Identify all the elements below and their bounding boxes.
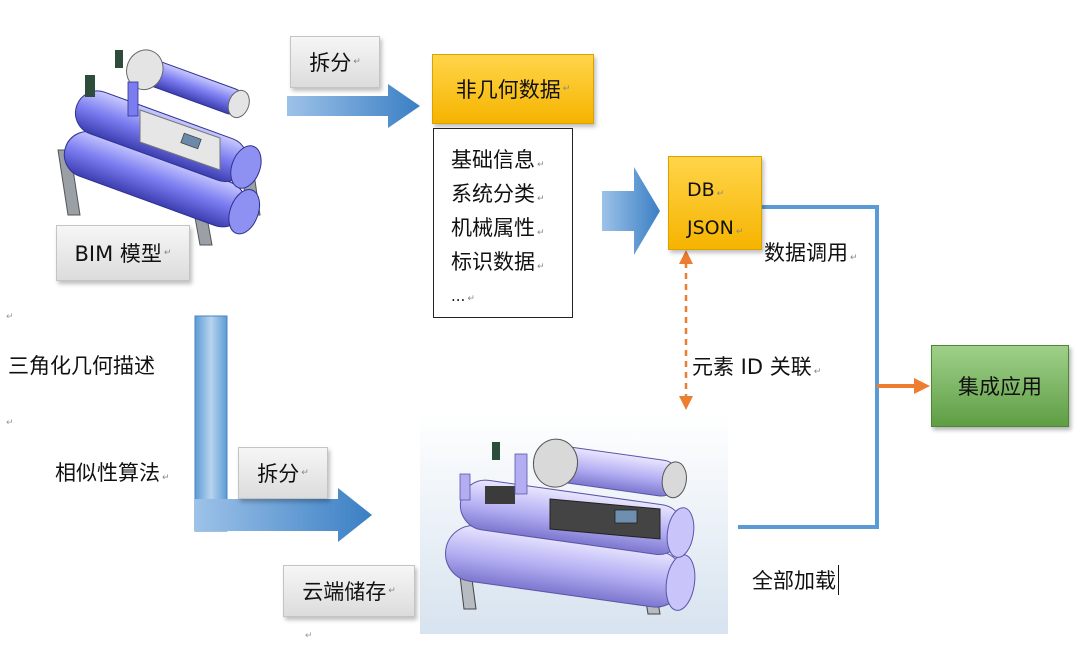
db-arrow (602, 167, 660, 255)
split-label-top: 拆分 (309, 51, 352, 75)
list-item: 系统分类↵ (451, 182, 545, 206)
paragraph-mark: ↵ (6, 418, 14, 428)
paragraph-mark: ↵ (6, 312, 14, 322)
non-geometric-data-title: 非几何数据 (455, 78, 561, 102)
full-load-label: 全部加载 (752, 565, 839, 595)
bim-model-box: BIM 模型↵ (56, 225, 190, 281)
split-box-top: 拆分↵ (290, 36, 380, 88)
data-call-label: 数据调用↵ (764, 241, 858, 265)
element-link-head-bottom (679, 396, 693, 410)
integrated-application-box: 集成应用 (931, 345, 1069, 427)
bim-chiller-model-image (57, 49, 262, 246)
split-box-bottom: 拆分↵ (238, 447, 328, 499)
similarity-algorithm-label: 相似性算法↵ (55, 461, 170, 485)
element-link-head-top (679, 250, 693, 264)
app-arrow-head (914, 378, 930, 394)
cloud-model-panel (420, 414, 728, 634)
list-item: ...↵ (451, 287, 475, 305)
non-geometric-items-list: 基础信息↵ 系统分类↵ 机械属性↵ 标识数据↵ ...↵ (433, 128, 573, 318)
bim-model-label: BIM 模型 (74, 242, 162, 266)
split-label-bottom: 拆分 (257, 462, 300, 486)
split-arrow-top (287, 84, 420, 128)
integrated-application-label: 集成应用 (958, 375, 1042, 399)
cloud-storage-box: 云端储存↵ (283, 565, 415, 617)
cloud-chiller-model-image (445, 438, 696, 615)
paragraph-mark: ↵ (305, 631, 313, 641)
element-link-label: 元素 ID 关联↵ (692, 355, 822, 379)
data-call-line (760, 205, 879, 392)
db-label: DB↵ (687, 179, 725, 201)
json-label: JSON↵ (687, 217, 744, 239)
list-item: 标识数据↵ (451, 250, 545, 274)
list-item: 机械属性↵ (451, 216, 545, 240)
elbow-horizontal-arrow (195, 488, 372, 542)
db-json-box: DB↵ JSON↵ (668, 156, 762, 250)
triangulation-label: 三角化几何描述 (8, 354, 155, 378)
cloud-storage-label: 云端储存 (302, 580, 387, 604)
elbow-vertical-bar (194, 315, 228, 532)
non-geometric-data-box: 非几何数据↵ (432, 54, 594, 124)
full-load-line (738, 392, 879, 529)
list-item: 基础信息↵ (451, 148, 545, 172)
